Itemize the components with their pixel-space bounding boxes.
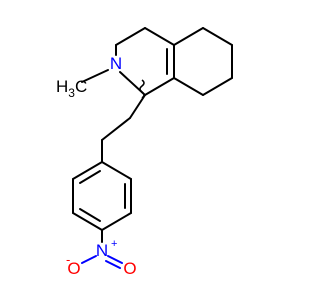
bond (202, 77, 233, 96)
wavy-stereo-bond (139, 79, 145, 99)
bond (101, 161, 132, 180)
bond (72, 161, 103, 180)
bond (173, 77, 204, 96)
bond (129, 94, 146, 119)
structure-canvas: N H3C N + O - O (56, 27, 233, 278)
bond (72, 212, 103, 231)
bond (144, 27, 175, 46)
methyl-h: H (56, 77, 68, 96)
bond (81, 255, 97, 264)
nitro-nitrogen-label: N (96, 241, 108, 260)
bond (115, 27, 146, 46)
chemical-structure: N H3C N + O - O (56, 27, 233, 278)
bond (173, 27, 204, 46)
ring-nitrogen-label: N (110, 54, 122, 73)
nitro-oxygen-right-label: O (123, 259, 136, 278)
nitro-oxygen-left-label: O (67, 259, 80, 278)
aromatic-bond-inner (79, 170, 101, 184)
double-bond-inner (105, 260, 121, 269)
aromatic-bond-inner (79, 208, 101, 222)
bond (107, 255, 123, 264)
bond (202, 27, 233, 46)
nitro-minus-charge: - (66, 252, 70, 267)
bond (81, 69, 109, 83)
nitro-bonds (81, 255, 123, 269)
bond (101, 117, 131, 141)
nitro-plus-charge: + (111, 238, 117, 250)
methyl-subscript: 3 (68, 86, 75, 100)
bond (101, 212, 132, 231)
bond-lines (72, 27, 233, 243)
methyl-c: C (75, 77, 87, 96)
bond (144, 77, 175, 96)
methyl-label: H3C (56, 77, 87, 100)
atom-labels: N H3C N + O - O (56, 54, 137, 278)
